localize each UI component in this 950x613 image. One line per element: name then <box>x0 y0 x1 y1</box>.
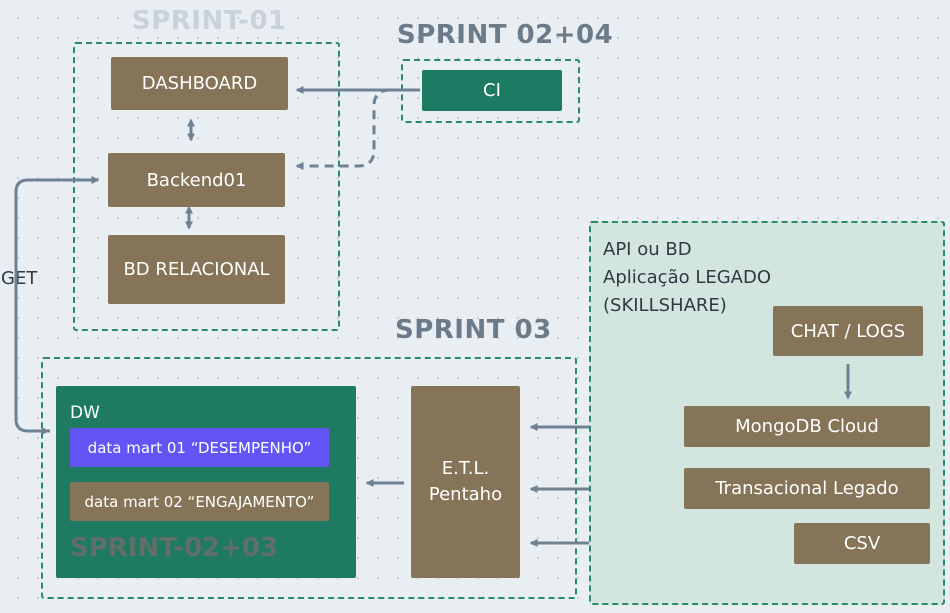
etl-label-line1: E.T.L. <box>441 458 490 479</box>
sprint-0203-label: SPRINT-02+03 <box>70 533 279 563</box>
legacy-description: API ou BD Aplicação LEGADO (SKILLSHARE) <box>603 236 771 320</box>
ci-node[interactable]: CI <box>422 70 562 111</box>
dw-label: DW <box>70 403 100 423</box>
bd-relacional-node[interactable]: BD RELACIONAL <box>108 235 285 304</box>
mongodb-cloud-node[interactable]: MongoDB Cloud <box>684 406 930 447</box>
ci-to-backend-dashed-arrow <box>295 88 420 170</box>
sprint-0204-title: SPRINT 02+04 <box>397 20 614 50</box>
etl-pentaho-node[interactable]: E.T.L. Pentaho <box>411 386 520 578</box>
csv-node[interactable]: CSV <box>794 523 930 564</box>
dashboard-node[interactable]: DASHBOARD <box>111 57 288 110</box>
sprint-03-frame <box>41 357 577 599</box>
legacy-line-3: (SKILLSHARE) <box>603 295 727 316</box>
legacy-line-2: Aplicação LEGADO <box>603 267 772 288</box>
datamart-02-node[interactable]: data mart 02 “ENGAJAMENTO” <box>70 482 329 521</box>
get-edge-label: GET <box>0 268 39 289</box>
transacional-legado-node[interactable]: Transacional Legado <box>684 468 930 509</box>
backend01-node[interactable]: Backend01 <box>108 153 285 207</box>
etl-label-line2: Pentaho <box>428 484 503 505</box>
datamart-01-node[interactable]: data mart 01 “DESEMPENHO” <box>70 428 329 467</box>
chat-logs-node[interactable]: CHAT / LOGS <box>773 306 923 356</box>
legacy-line-1: API ou BD <box>603 239 692 260</box>
sprint-01-title: SPRINT-01 <box>132 6 287 36</box>
sprint-01-frame <box>73 42 340 331</box>
get-loop-arrow <box>14 176 100 433</box>
sprint-03-title: SPRINT 03 <box>395 315 552 345</box>
